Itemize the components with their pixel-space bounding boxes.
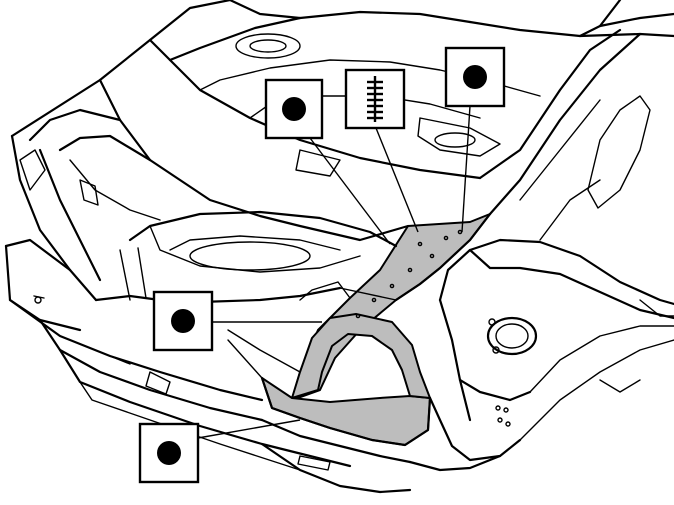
callout-middle-left: [152, 290, 214, 352]
callout-bottom-left: [138, 422, 200, 484]
spot-weld-comb-icon: [367, 76, 383, 122]
leader-top-left: [309, 137, 391, 245]
leader-top-center: [375, 127, 419, 233]
callout-top-center: [344, 68, 406, 130]
dot-icon: [157, 441, 181, 465]
highlighted-lower-wheelhouse-panel: [261, 377, 431, 446]
dot-icon: [282, 97, 306, 121]
callout-top-left: [264, 78, 324, 140]
callout-top-right: [444, 46, 506, 108]
dot-icon: [463, 65, 487, 89]
leader-lines: [197, 105, 471, 439]
highlighted-replacement-panel: [261, 213, 491, 446]
highlighted-arch-section: [291, 313, 431, 399]
leader-bottom-left: [197, 419, 301, 439]
leader-top-right: [461, 105, 471, 233]
dot-icon: [171, 309, 195, 333]
